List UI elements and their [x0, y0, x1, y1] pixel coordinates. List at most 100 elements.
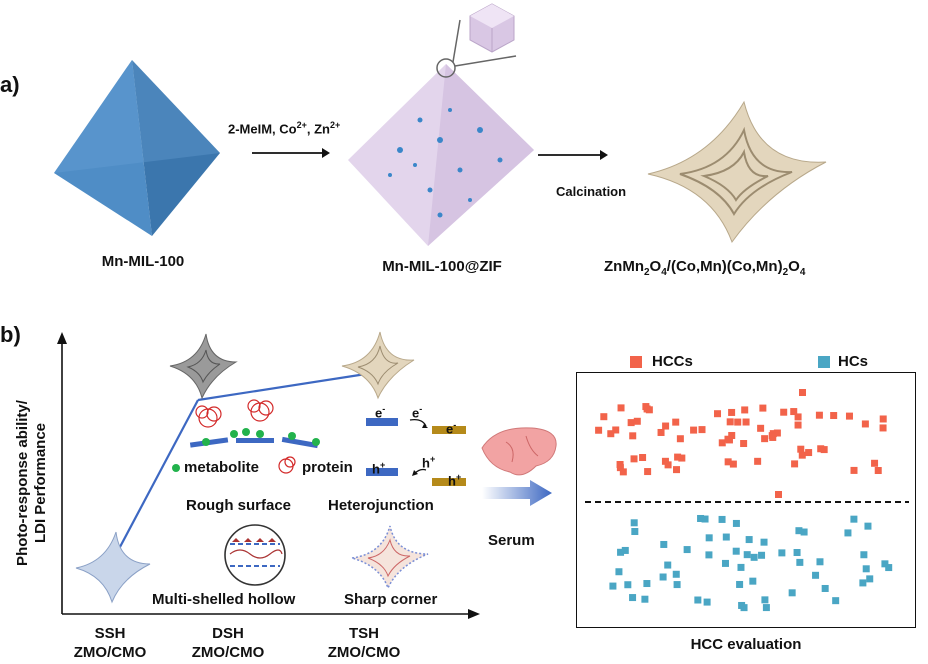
- hc-point: [624, 581, 632, 589]
- hcc-point: [642, 403, 650, 411]
- hcc-point: [595, 426, 603, 434]
- hc-point: [864, 522, 872, 530]
- legend-hcc-label: HCCs: [652, 353, 693, 370]
- hcc-point: [729, 460, 737, 468]
- hc-point: [743, 551, 751, 559]
- scatter-plot-frame: [576, 372, 916, 628]
- hc-point: [778, 549, 786, 557]
- hc-point: [749, 577, 757, 585]
- hcc-point: [630, 455, 638, 463]
- hcc-point: [657, 428, 665, 436]
- hcc-point: [874, 467, 882, 475]
- metabolite-label: metabolite: [184, 459, 260, 476]
- hcc-point: [740, 440, 748, 448]
- hc-point: [758, 551, 766, 559]
- hcc-point: [674, 453, 682, 461]
- hc-point: [641, 595, 649, 603]
- mn-mil-100-zif-octahedron: [348, 3, 534, 246]
- legend-hc-label: HCs: [838, 353, 869, 370]
- sharp-corner-illustration: [351, 525, 429, 590]
- hcc-point: [879, 424, 887, 432]
- hcc-point: [734, 418, 742, 426]
- hc-point: [664, 561, 672, 569]
- hc-point: [816, 558, 824, 566]
- tsh-star: [341, 331, 415, 400]
- hc-point: [672, 570, 680, 578]
- hc-point: [703, 598, 711, 606]
- hcc-point: [612, 426, 620, 434]
- mn-mil-100-zif-label: Mn-MIL-100@ZIF: [382, 258, 502, 275]
- arrow2: [538, 150, 608, 160]
- hc-point: [615, 568, 623, 576]
- hc-point: [795, 527, 803, 535]
- hc-point: [859, 579, 867, 587]
- hcc-point: [757, 424, 765, 432]
- multi-shelled-illustration: [224, 524, 286, 586]
- arrow1-label: 2-MeIM, Co2+, Zn2+: [228, 120, 341, 137]
- hc-point: [705, 534, 713, 542]
- hc-point: [821, 584, 829, 592]
- hcc-point: [627, 419, 635, 427]
- band-diagram: [366, 418, 466, 486]
- legend-hc-swatch: [818, 356, 830, 368]
- hollow-star-product: [647, 100, 827, 244]
- panel-a-label: a): [0, 72, 20, 97]
- hcc-point: [797, 445, 805, 453]
- hc-point: [885, 564, 893, 572]
- hc-point: [701, 515, 709, 523]
- hcc-point: [775, 491, 782, 498]
- hc-point: [736, 580, 744, 588]
- hcc-point: [644, 468, 652, 476]
- hc-point: [659, 573, 667, 581]
- serum-label: Serum: [488, 532, 535, 549]
- y-axis-title: Photo-response ability/ LDI Performance: [14, 400, 49, 566]
- hcc-point: [718, 439, 726, 447]
- hc-point: [721, 559, 729, 567]
- rough-surface-label: Rough surface: [186, 497, 292, 514]
- hcc-point: [673, 466, 681, 474]
- mn-mil-100-label: Mn-MIL-100: [101, 253, 185, 270]
- multi-shelled-label: Multi-shelled hollow: [152, 591, 296, 608]
- hcc-point: [690, 426, 698, 434]
- hcc-point: [728, 408, 736, 416]
- hcc-point: [600, 413, 608, 421]
- hc-point: [745, 536, 753, 544]
- hc-point: [631, 528, 639, 536]
- hcc-point: [639, 454, 647, 462]
- hcc-point: [879, 415, 887, 423]
- hcc-point: [871, 459, 879, 467]
- hc-point: [862, 565, 870, 573]
- hc-point: [694, 596, 702, 604]
- hcc-point: [678, 454, 686, 462]
- hcc-point: [616, 464, 624, 472]
- dsh-star: [169, 333, 238, 400]
- hcc-point: [850, 466, 858, 474]
- hcc-point: [817, 445, 825, 453]
- hc-point: [760, 538, 768, 546]
- hc-point: [740, 604, 748, 612]
- hc-point: [732, 519, 740, 527]
- hcc-point: [815, 411, 823, 419]
- hcc-point: [754, 457, 762, 465]
- hc-point: [800, 528, 808, 536]
- electron-2: e-: [412, 404, 423, 421]
- hc-point: [832, 597, 840, 605]
- hc-point: [750, 553, 758, 561]
- heterojunction-label: Heterojunction: [328, 497, 434, 514]
- product-formula-label: ZnMn2O4/(Co,Mn)(Co,Mn)2O4: [604, 258, 806, 278]
- hc-point: [788, 589, 796, 597]
- serum-arrow: [482, 480, 552, 506]
- hcc-point: [830, 412, 838, 420]
- hcc-point: [662, 422, 670, 430]
- hcc-point: [664, 461, 672, 469]
- hcc-point: [759, 404, 767, 412]
- hcc-point: [724, 458, 732, 466]
- hc-point: [621, 546, 629, 554]
- hc-point: [722, 533, 730, 541]
- hcc-point: [676, 435, 684, 443]
- hcc-point: [698, 426, 706, 434]
- hc-point: [718, 515, 726, 523]
- hc-point: [860, 551, 868, 559]
